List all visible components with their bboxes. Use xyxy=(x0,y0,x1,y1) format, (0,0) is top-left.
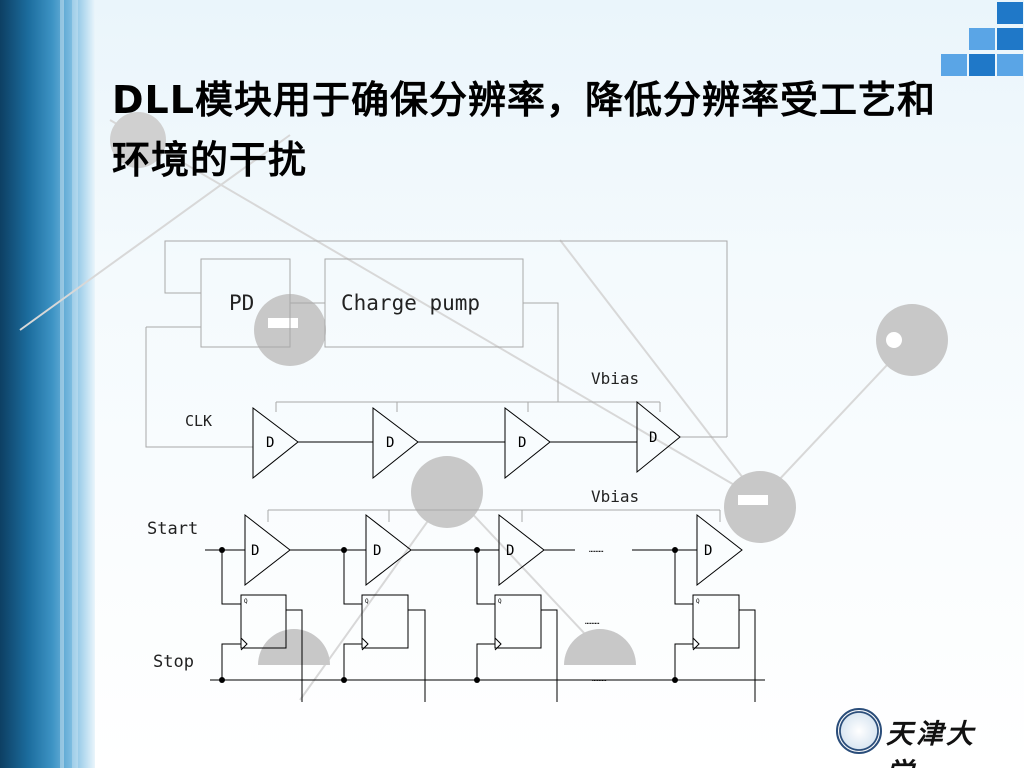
svg-text:D: D xyxy=(518,435,526,451)
svg-text:D: D xyxy=(373,543,381,559)
svg-text:Q: Q xyxy=(244,598,248,605)
vbias-bottom-label: Vbias xyxy=(591,487,639,506)
stop-label: Stop xyxy=(153,652,194,672)
pd-label: PD xyxy=(229,291,254,315)
svg-text:Q: Q xyxy=(498,598,502,605)
charge-pump-label: Charge pump xyxy=(341,291,480,315)
top-delay-cell: D xyxy=(252,406,299,480)
bottom-delay-cell: D xyxy=(365,513,412,587)
deco-square xyxy=(997,54,1023,76)
top-delay-cell: D xyxy=(504,406,551,480)
flip-flop: Q xyxy=(361,594,409,651)
flip-flop: Q xyxy=(494,594,542,651)
deco-square xyxy=(969,54,995,76)
svg-text:Q: Q xyxy=(696,598,700,605)
clk-label: CLK xyxy=(185,412,212,430)
ellipsis: ……… xyxy=(592,674,607,683)
bottom-delay-cell: D xyxy=(498,513,545,587)
svg-text:D: D xyxy=(506,543,514,559)
university-seal-icon xyxy=(836,708,882,754)
svg-text:D: D xyxy=(649,430,657,446)
university-logo: 天津大学 xyxy=(836,708,986,768)
deco-square xyxy=(997,28,1023,50)
ellipsis: ……… xyxy=(585,617,600,626)
flip-flop: Q xyxy=(692,594,740,651)
start-label: Start xyxy=(147,519,198,539)
bottom-delay-cell: D xyxy=(244,513,291,587)
svg-text:Q: Q xyxy=(365,598,369,605)
vbias-top-label: Vbias xyxy=(591,369,639,388)
pd-block xyxy=(200,258,291,348)
svg-text:D: D xyxy=(386,435,394,451)
deco-square xyxy=(969,28,995,50)
left-stripe xyxy=(72,0,78,768)
left-stripe xyxy=(60,0,64,768)
top-delay-cell: D xyxy=(636,400,681,474)
university-name: 天津大学 xyxy=(886,719,976,768)
flip-flop: Q xyxy=(240,594,287,651)
ellipsis: ……… xyxy=(589,545,604,554)
svg-text:D: D xyxy=(704,543,712,559)
deco-square xyxy=(941,54,967,76)
charge-pump-block xyxy=(324,258,524,348)
left-gradient-bar xyxy=(0,0,95,768)
feedback-loop-lines xyxy=(145,240,728,522)
tdc-wires xyxy=(205,549,765,702)
svg-text:D: D xyxy=(251,543,259,559)
deco-square xyxy=(997,2,1023,24)
slide-title: DLL模块用于确保分辨率，降低分辨率受工艺和环境的干扰 xyxy=(112,78,936,182)
junction-dots xyxy=(219,547,678,683)
svg-text:D: D xyxy=(266,435,274,451)
bottom-delay-cell: D xyxy=(696,513,743,587)
top-delay-cell: D xyxy=(372,406,419,480)
